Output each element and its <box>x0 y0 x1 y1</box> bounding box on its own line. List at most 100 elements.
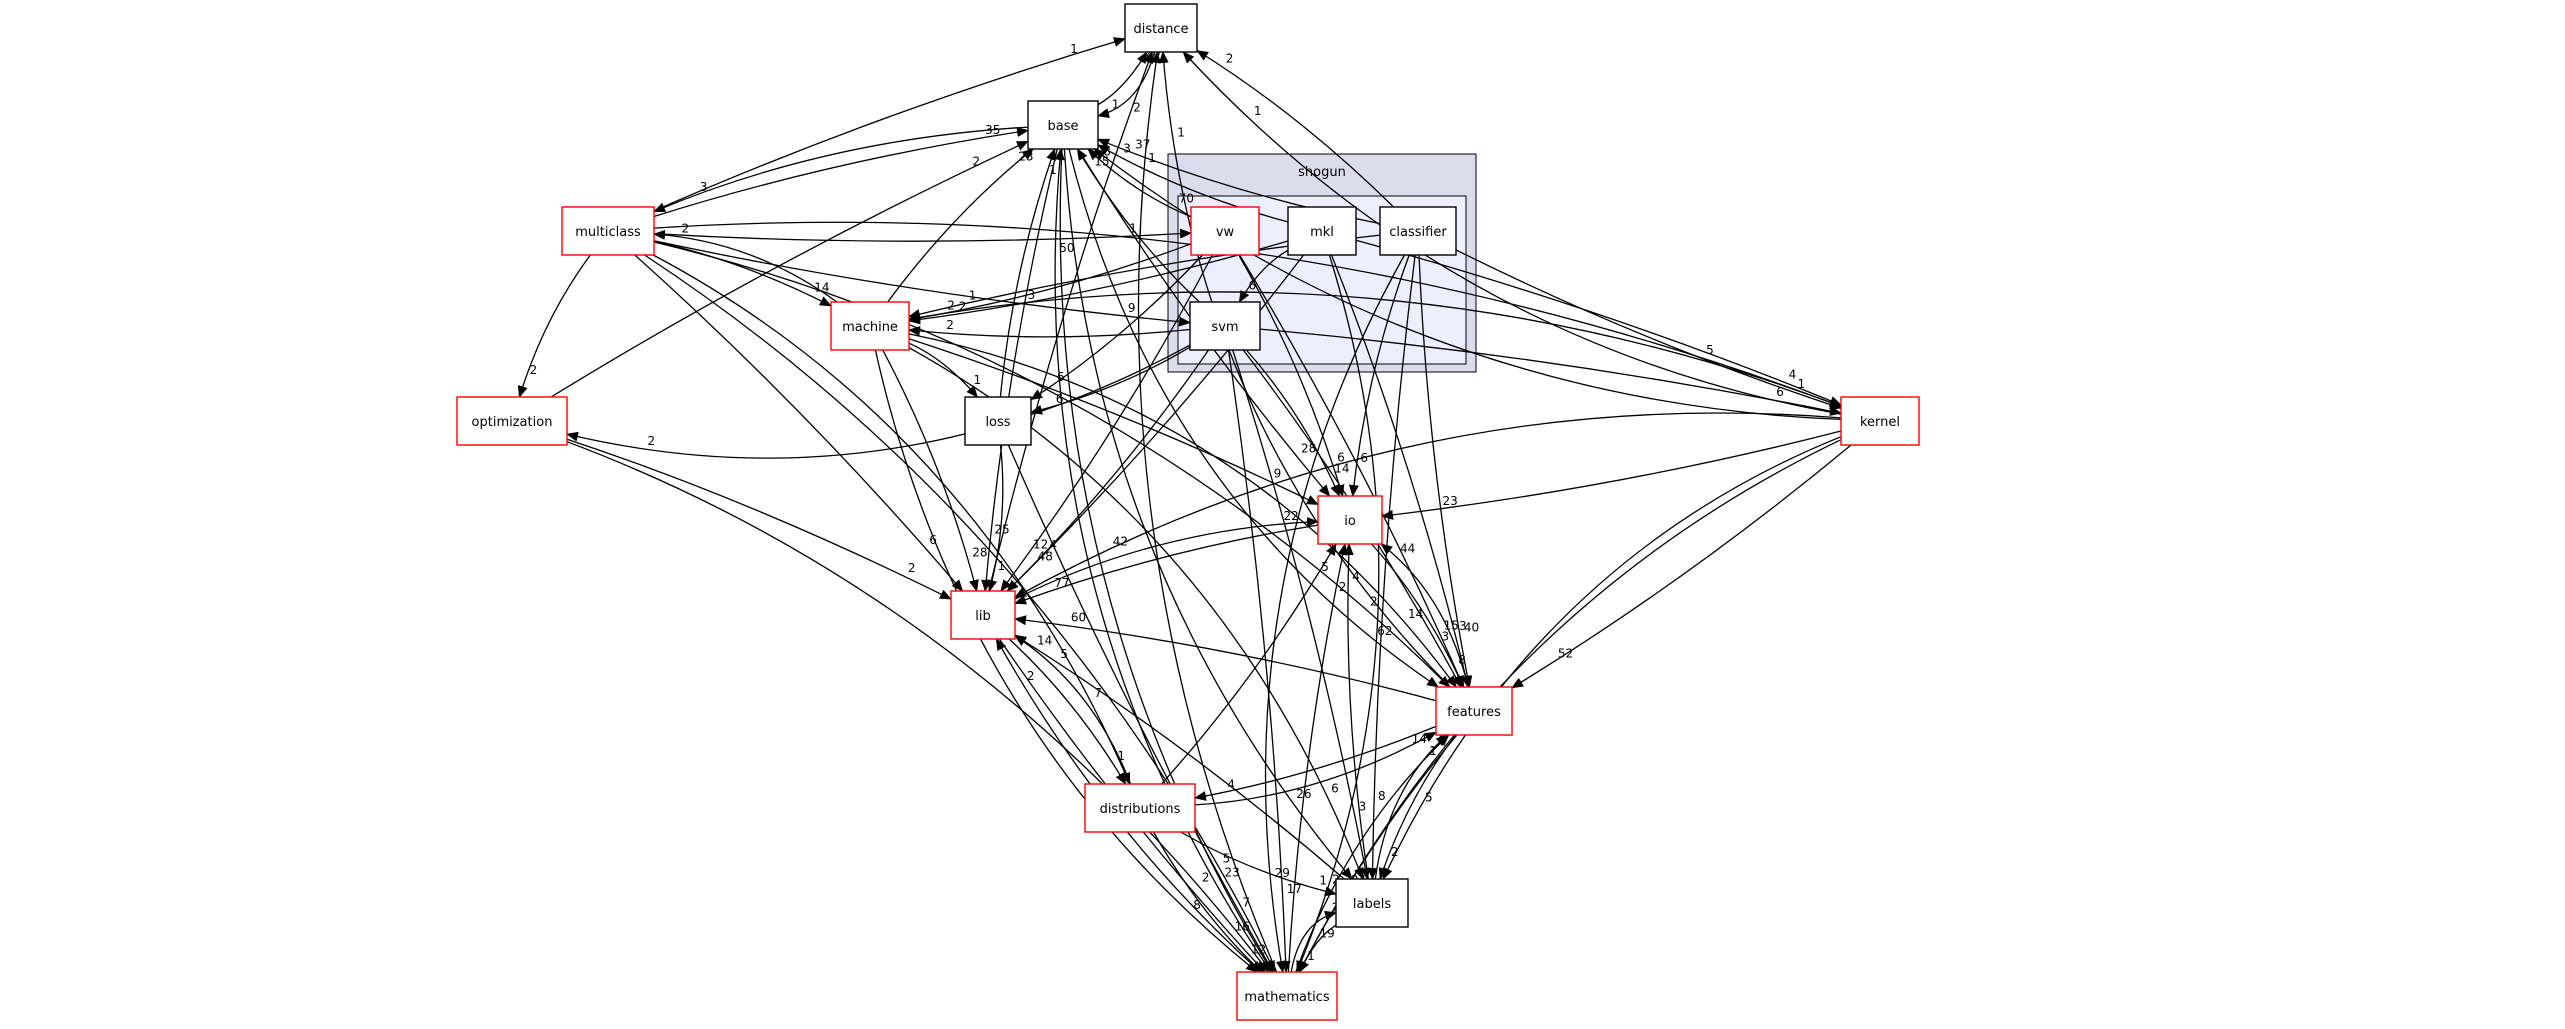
edge-svm-to-labels <box>1232 349 1371 880</box>
edge-vw-to-loss <box>1030 254 1203 401</box>
edge-label-labels-to-lib: 5 <box>1060 647 1068 661</box>
node-box-machine[interactable] <box>830 301 910 351</box>
node-classifier[interactable]: classifier <box>1379 206 1457 256</box>
node-box-features[interactable] <box>1435 686 1513 736</box>
node-box-svm[interactable] <box>1189 301 1261 351</box>
edge-distributions-to-features <box>1194 731 1437 806</box>
node-svm[interactable]: svm <box>1189 301 1261 351</box>
edge-mathematics-to-distance <box>1137 51 1278 973</box>
edge-label-distributions-to-io: 5 <box>1321 560 1329 574</box>
edge-machine-to-features <box>908 333 1457 688</box>
edge-vw-to-lib <box>1000 254 1213 592</box>
edge-label-lib-to-mathematics: 16 <box>1235 919 1250 933</box>
node-box-io[interactable] <box>1317 495 1383 545</box>
node-box-distance[interactable] <box>1124 3 1198 53</box>
node-machine[interactable]: machine <box>830 301 910 351</box>
node-label-mkl: mkl <box>1310 225 1334 240</box>
edge-label-features-to-distance: 1 <box>1177 125 1185 139</box>
edge-label-base-to-labels: 26 <box>1296 787 1311 801</box>
edge-lib-to-distance <box>988 51 1154 592</box>
node-box-multiclass[interactable] <box>561 206 655 256</box>
node-box-mathematics[interactable] <box>1236 971 1338 1021</box>
edge-label-multiclass-to-machine: 14 <box>814 281 829 295</box>
node-label-labels: labels <box>1353 897 1391 912</box>
node-box-optimization[interactable] <box>456 396 568 446</box>
edge-label-machine-to-features: 14 <box>1408 607 1423 621</box>
node-distributions[interactable]: distributions <box>1084 783 1196 833</box>
edge-label-vw-to-loss: 6 <box>1057 370 1065 384</box>
edge-label-optimization-to-base: 2 <box>973 154 981 168</box>
node-mathematics[interactable]: mathematics <box>1236 971 1338 1021</box>
node-box-base[interactable] <box>1027 100 1099 150</box>
edge-features-to-io <box>1380 543 1469 688</box>
edge-machine-to-lib <box>882 349 979 592</box>
edge-features-to-distance <box>1158 51 1451 688</box>
edge-loss-to-base <box>999 148 1056 398</box>
edge-label-vw-to-base: 8 <box>1103 144 1111 158</box>
node-lib[interactable]: lib <box>950 590 1016 640</box>
node-label-distance: distance <box>1133 22 1188 37</box>
node-label-distributions: distributions <box>1100 802 1181 817</box>
edge-io-to-lib <box>1014 524 1319 605</box>
node-box-labels[interactable] <box>1335 878 1409 928</box>
edge-label-loss-to-mathematics: 7 <box>1242 896 1250 910</box>
node-box-kernel[interactable] <box>1840 396 1920 446</box>
node-box-lib[interactable] <box>950 590 1016 640</box>
edge-label-loss-to-lib: 1 <box>998 559 1006 573</box>
node-io[interactable]: io <box>1317 495 1383 545</box>
edge-label-svm-to-kernel: 6 <box>1776 385 1784 399</box>
edge-label-base-to-io: 28 <box>1301 442 1316 456</box>
node-optimization[interactable]: optimization <box>456 396 568 446</box>
node-base[interactable]: base <box>1027 100 1099 150</box>
edge-label-multiclass-to-optimization: 2 <box>530 363 538 377</box>
edge-classifier-to-distance <box>1196 49 1395 208</box>
edge-machine-to-io <box>908 338 1319 505</box>
edge-multiclass-to-svm <box>653 240 1191 327</box>
edge-label-vw-to-lib: 12 <box>1033 538 1048 552</box>
edge-labels-to-io <box>1343 543 1369 880</box>
edge-label-labels-to-features: 6 <box>1438 733 1446 747</box>
edge-mkl-to-kernel <box>1355 239 1842 406</box>
edge-label-machine-to-multiclass: 2 <box>682 222 690 236</box>
edge-label-kernel-to-base: 70 <box>1179 192 1194 206</box>
node-box-loss[interactable] <box>964 396 1032 446</box>
node-label-base: base <box>1048 119 1079 134</box>
node-labels[interactable]: labels <box>1335 878 1409 928</box>
node-box-distributions[interactable] <box>1084 783 1196 833</box>
edge-label-svm-to-mathematics: 17 <box>1287 882 1302 896</box>
edge-distance-to-base <box>1097 51 1156 118</box>
edge-base-to-lib <box>981 148 1058 592</box>
edge-label-classifier-to-kernel: 1 <box>1798 377 1806 391</box>
node-box-classifier[interactable] <box>1379 206 1457 256</box>
edge-label-kernel-to-io: 23 <box>1443 494 1458 508</box>
edge-label-mathematics-to-base: 50 <box>1059 241 1074 255</box>
edge-mkl-to-features <box>1330 254 1471 688</box>
node-vw[interactable]: vw <box>1190 206 1260 256</box>
node-multiclass[interactable]: multiclass <box>561 206 655 256</box>
node-label-classifier: classifier <box>1389 225 1447 240</box>
cluster-label-shogun: shogun <box>1298 165 1346 180</box>
edge-vw-to-io <box>1238 254 1345 497</box>
node-loss[interactable]: loss <box>964 396 1032 446</box>
edge-lib-to-distributions <box>1008 638 1127 785</box>
edge-svm-to-optimization <box>566 344 1191 459</box>
edge-loss-to-mathematics <box>1007 444 1274 973</box>
node-distance[interactable]: distance <box>1124 3 1198 53</box>
node-mkl[interactable]: mkl <box>1287 206 1357 256</box>
edge-label-multiclass-to-features: 2 <box>1370 595 1378 609</box>
node-box-mkl[interactable] <box>1287 206 1357 256</box>
edge-multiclass-to-mathematics <box>644 254 1276 973</box>
node-box-vw[interactable] <box>1190 206 1260 256</box>
edge-label-mathematics-to-distance: 1 <box>1148 151 1156 165</box>
edge-label-labels-to-io: 4 <box>1352 569 1360 583</box>
edge-optimization-to-lib <box>566 438 952 600</box>
node-kernel[interactable]: kernel <box>1840 396 1920 446</box>
edge-machine-to-multiclass <box>653 229 838 303</box>
edge-labels-to-mathematics <box>1298 924 1337 973</box>
edge-label-io-to-lib: 77 <box>1054 576 1069 590</box>
node-features[interactable]: features <box>1435 686 1513 736</box>
edge-label-features-to-lib: 60 <box>1071 611 1086 625</box>
edge-svm-to-loss <box>1030 346 1191 415</box>
node-label-mathematics: mathematics <box>1244 990 1329 1005</box>
edge-classifier-to-mathematics <box>1264 254 1406 973</box>
